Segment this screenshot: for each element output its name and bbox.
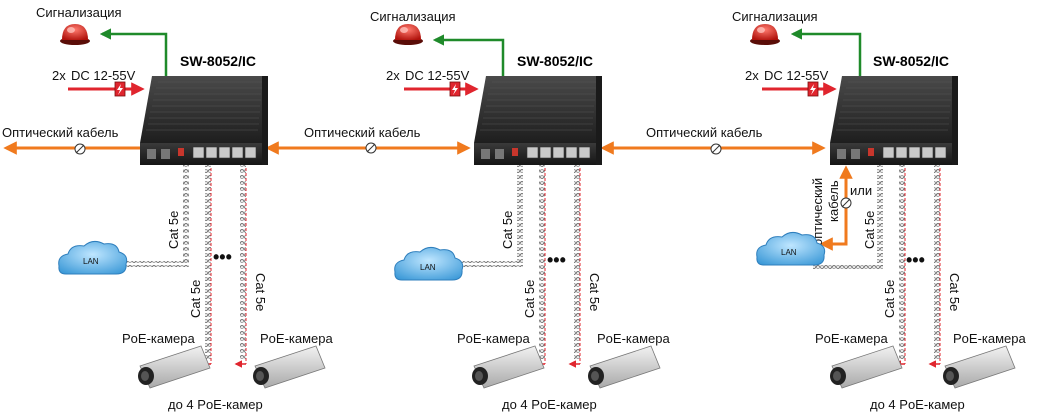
- camera-count-label: до 4 PoE-камер: [168, 397, 263, 412]
- cat5e-camera-left-label: Cat 5e: [522, 280, 537, 318]
- camera-right-icon: [943, 345, 1016, 389]
- cat5e-camera-left-label: Cat 5e: [882, 280, 897, 318]
- camera-left-label: PoE-камера: [122, 331, 196, 346]
- power-multiplier: 2x: [386, 68, 400, 83]
- fiber-coupler-icon: [365, 142, 377, 154]
- alt-fiber-link: [819, 165, 853, 251]
- lightning-icon: [114, 81, 126, 97]
- fiber-label: Оптический кабель: [646, 125, 763, 140]
- alarm-label: Сигнализация: [36, 5, 122, 20]
- camera-right-label: PoE-камера: [260, 331, 334, 346]
- camera-count-label: до 4 PoE-камер: [870, 397, 965, 412]
- camera-right-label: PoE-камера: [953, 331, 1027, 346]
- cat5e-camera-right-label: Cat 5e: [947, 273, 962, 311]
- cat5e-camera-right-label: Cat 5e: [587, 273, 602, 311]
- alarm-lamp-icon: [750, 24, 780, 45]
- model-title: SW-8052/IC: [517, 53, 593, 69]
- power-multiplier: 2x: [52, 68, 66, 83]
- lan-cloud-icon: [756, 231, 826, 266]
- or-label: или: [850, 183, 872, 198]
- camera-right-label: PoE-камера: [597, 331, 671, 346]
- camera-left-icon: [830, 345, 903, 389]
- more-cameras-dots: •••: [213, 247, 232, 267]
- unit-3: Сигнализация SW-8052/IC 2x DC 12-55V: [646, 9, 1027, 412]
- alt-fiber-label-line2: кабель: [826, 180, 841, 222]
- power-multiplier: 2x: [745, 68, 759, 83]
- model-title: SW-8052/IC: [873, 53, 949, 69]
- alarm-label: Сигнализация: [732, 9, 818, 24]
- fiber-label: Оптический кабель: [304, 125, 421, 140]
- fiber-coupler-icon: [74, 143, 86, 155]
- lan-label: LAN: [420, 263, 436, 272]
- lan-cloud-icon: [394, 246, 464, 281]
- alarm-lamp-icon: [393, 24, 423, 45]
- power-label: DC 12-55V: [764, 68, 829, 83]
- alt-fiber-label-line1: оптический: [810, 178, 825, 246]
- cat5e-uplink-label: Cat 5e: [166, 211, 181, 249]
- more-cameras-dots: •••: [547, 250, 566, 270]
- camera-left-icon: [138, 345, 211, 389]
- power-label: DC 12-55V: [71, 68, 136, 83]
- cat5e-camera-left-label: Cat 5e: [188, 280, 203, 318]
- camera-left-label: PoE-камера: [815, 331, 889, 346]
- power-label: DC 12-55V: [405, 68, 470, 83]
- lan-label: LAN: [83, 257, 99, 266]
- lightning-icon: [449, 81, 461, 97]
- camera-right-icon: [588, 345, 661, 389]
- switch-device: [474, 76, 602, 165]
- camera-left-icon: [472, 345, 545, 389]
- fiber-coupler-icon: [710, 143, 722, 155]
- alarm-arrow: [432, 34, 505, 77]
- alarm-label: Сигнализация: [370, 9, 456, 24]
- unit-2: Сигнализация SW-8052/IC 2x DC 12-55V: [304, 9, 671, 412]
- twisted-pair-cables: [457, 165, 581, 368]
- model-title: SW-8052/IC: [180, 53, 256, 69]
- cat5e-uplink-label: Cat 5e: [862, 211, 877, 249]
- alarm-arrow: [790, 28, 862, 77]
- alarm-arrow: [99, 28, 168, 77]
- cat5e-camera-right-label: Cat 5e: [253, 273, 268, 311]
- fiber-coupler-icon: [840, 197, 852, 209]
- unit-1: Сигнализация SW-8052/IC 2x DC 12-55V: [2, 5, 334, 412]
- twisted-pair-cables: [813, 165, 941, 368]
- camera-right-icon: [253, 345, 326, 389]
- lan-cloud-icon: [58, 240, 128, 275]
- lightning-icon: [807, 81, 819, 97]
- switch-device: [140, 76, 268, 165]
- camera-count-label: до 4 PoE-камер: [502, 397, 597, 412]
- more-cameras-dots: •••: [906, 250, 925, 270]
- cat5e-uplink-label: Cat 5e: [500, 211, 515, 249]
- lan-label: LAN: [781, 248, 797, 257]
- switch-device: [830, 76, 958, 165]
- fiber-label: Оптический кабель: [2, 125, 119, 140]
- alarm-lamp-icon: [60, 24, 90, 45]
- camera-left-label: PoE-камера: [457, 331, 531, 346]
